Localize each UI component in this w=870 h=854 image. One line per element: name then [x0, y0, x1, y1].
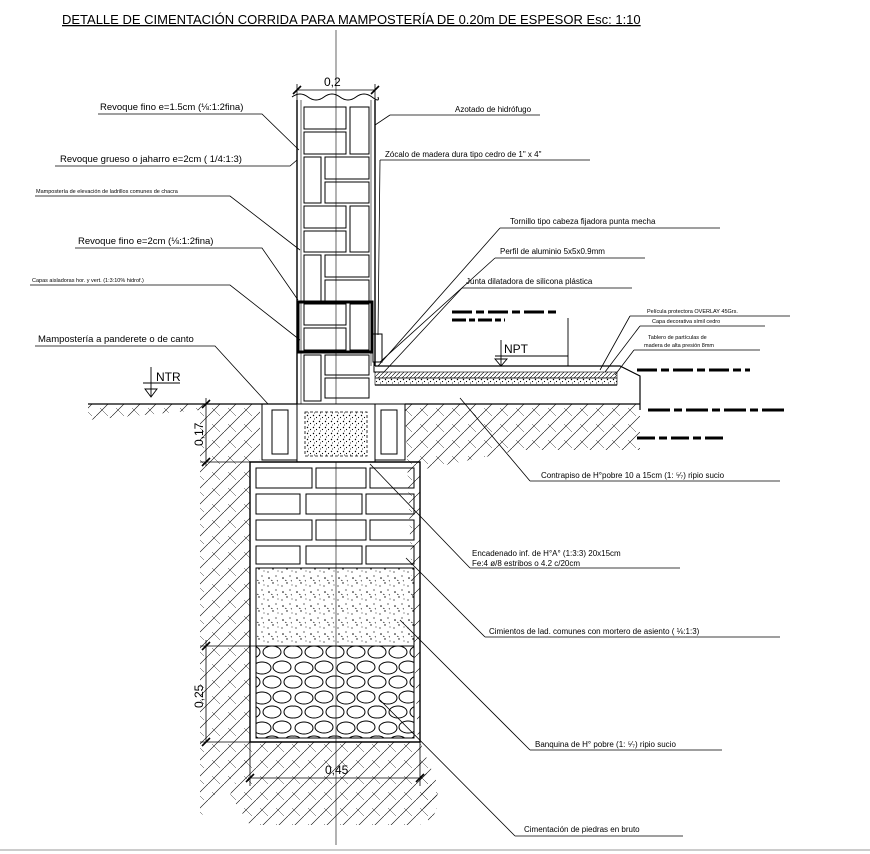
- label-junta: Junta dilatadora de silicona plástica: [466, 277, 593, 286]
- floor-finish: [374, 371, 618, 379]
- label-capa-decorativa: Capa decorativa símil cedro: [652, 319, 720, 325]
- label-pelicula: Película protectora OVERLAY 45Grs.: [647, 309, 738, 315]
- label-cimentacion: Cimentación de piedras en bruto: [524, 825, 640, 834]
- ntr-label: NTR: [156, 370, 181, 384]
- label-contrapiso: Contrapiso de H°pobre 10 a 15cm (1: ⁵⁄₇)…: [541, 471, 725, 480]
- dim-wall-width: 0,2: [324, 75, 341, 89]
- label-revoque-fino-2: Revoque fino e=2cm (⅛:1:2fina): [78, 236, 213, 247]
- label-mamposteria-elevacion: Mampostería de elevación de ladrillos co…: [36, 189, 179, 195]
- label-zocalo: Zócalo de madera dura tipo cedro de 1" x…: [385, 150, 542, 159]
- wall-bricks: [303, 106, 370, 402]
- banquina-concrete: [255, 567, 415, 647]
- label-cimientos: Cimientos de lad. comunes con mortero de…: [489, 627, 700, 636]
- label-mamposteria-panderete: Mampostería a panderete o de canto: [38, 334, 194, 345]
- leader-lines-left: [30, 113, 301, 405]
- label-encadenado-2: Fe:4 ø/8 estribos o 4.2 c/20cm: [472, 559, 580, 568]
- label-encadenado-1: Encadenado inf. de H°A° (1:3:3) 20x15cm: [472, 549, 621, 558]
- insulation-layers: [296, 300, 374, 354]
- label-revoque-grueso: Revoque grueso o jaharro e=2cm ( 1/4:1:3…: [60, 154, 242, 165]
- chain-beam: [296, 403, 376, 463]
- npt-label: NPT: [504, 342, 529, 356]
- floor-layer-bars: [452, 310, 785, 440]
- drawing-title: DETALLE DE CIMENTACIÓN CORRIDA PARA MAMP…: [62, 12, 641, 27]
- label-tablero-1: Tablero de partículas de: [648, 335, 707, 341]
- label-tornillo: Tornillo tipo cabeza fijadora punta mech…: [510, 217, 656, 226]
- leader-lines-right: [369, 114, 790, 837]
- label-revoque-fino-1: Revoque fino e=1.5cm (⅛:1:2fina): [100, 102, 243, 113]
- ntr-level-marker: [143, 367, 180, 398]
- npt-level-marker: [494, 318, 569, 367]
- dimension-lines: [200, 84, 422, 786]
- foundation-bricks: [255, 467, 415, 565]
- label-azotado: Azotado de hidrófugo: [455, 105, 532, 114]
- label-tablero-2: madera de alta presión 8mm: [644, 343, 714, 349]
- stone-foundation: [255, 645, 415, 739]
- dim-footing-width: 0,45: [325, 763, 349, 777]
- wall: [291, 93, 379, 404]
- label-perfil: Perfil de aluminio 5x5x0.9mm: [500, 247, 605, 256]
- label-capas-aisladoras: Capas aisladoras hor. y vert. (1:3:10% h…: [32, 278, 144, 284]
- earth-hatch: [88, 404, 640, 825]
- dimension-ticks: [201, 85, 425, 783]
- label-banquina: Banquina de H° pobre (1: ⁵⁄₇) ripio suci…: [535, 740, 676, 749]
- dim-height-upper: 0,17: [192, 422, 206, 446]
- dim-height-lower: 0,25: [192, 684, 206, 708]
